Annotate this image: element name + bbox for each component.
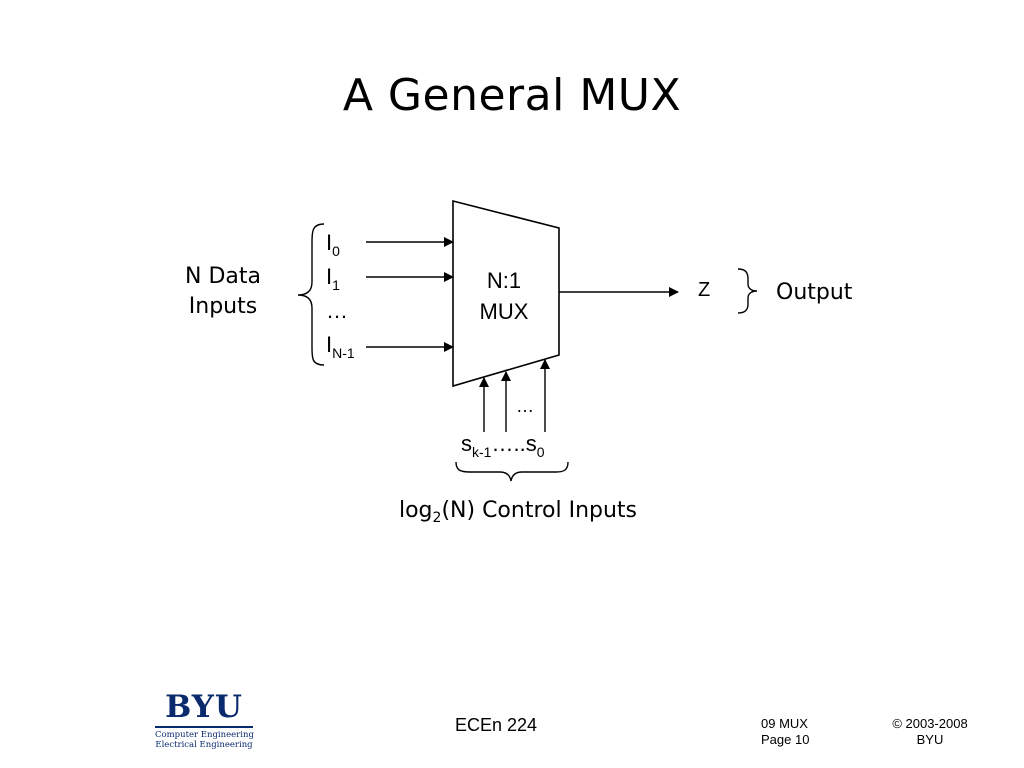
data-inputs-label-line1: N Data	[185, 264, 261, 289]
slide-title: A General MUX	[342, 70, 682, 121]
select-label: sk-1…..s0	[461, 431, 545, 460]
mux-label-bottom: MUX	[480, 299, 529, 324]
input-label-n-1: IN-1	[326, 332, 355, 361]
mux-label-top: N:1	[487, 268, 521, 293]
footer-course: ECEn 224	[455, 715, 538, 735]
footer-page-number: Page 10	[761, 732, 810, 747]
logo-rule	[155, 726, 253, 728]
footer-organization: BYU	[916, 732, 944, 747]
control-inputs-brace	[455, 461, 569, 482]
byu-logo: BYU Computer Engineering Electrical Engi…	[155, 689, 254, 751]
data-inputs-label-line2: Inputs	[189, 294, 257, 319]
logo-line2: Electrical Engineering	[155, 740, 253, 750]
select-dots: …	[516, 396, 534, 416]
footer-topic: 09 MUX	[761, 716, 808, 731]
output-label: Output	[776, 280, 853, 305]
input-label-0: I0	[326, 230, 340, 259]
output-brace	[737, 268, 758, 314]
output-signal-z: Z	[698, 279, 710, 301]
mux-block	[452, 199, 560, 388]
logo-mark: BYU	[165, 689, 243, 725]
input-label-ellipsis: …	[326, 298, 348, 323]
logo-line1: Computer Engineering	[155, 730, 254, 740]
data-inputs-brace	[297, 223, 325, 366]
input-label-1: I1	[326, 264, 340, 293]
footer-copyright: © 2003-2008	[892, 716, 968, 731]
control-inputs-label: log2(N) Control Inputs	[399, 498, 637, 526]
